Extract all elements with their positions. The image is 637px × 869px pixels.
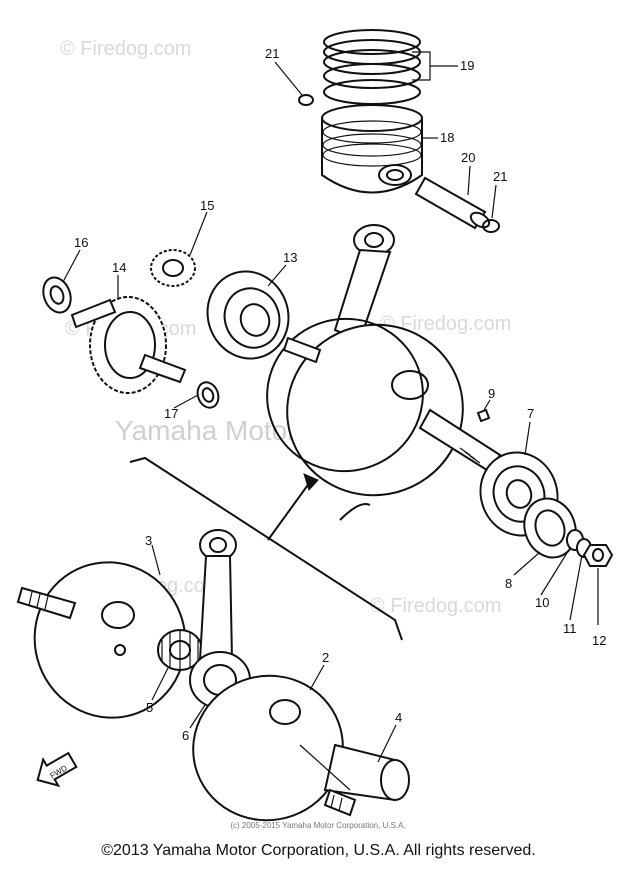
upper-left-shaft [282, 336, 322, 364]
callout-3: 3 [145, 533, 152, 548]
callout-14: 14 [112, 260, 126, 275]
lower-right-crank-wheel [192, 674, 344, 822]
piston-pin [414, 176, 491, 230]
circlip-left [298, 94, 314, 106]
key-9 [476, 408, 491, 423]
callout-15: 15 [200, 198, 214, 213]
piston [321, 104, 423, 194]
callout-4: 4 [395, 710, 402, 725]
callout-2: 2 [322, 650, 329, 665]
gear-14 [70, 296, 187, 394]
fine-copyright: (c) 2005-2015 Yamaha Motor Corporation, … [230, 821, 405, 830]
washer-16 [42, 276, 72, 314]
upper-crank-wheel [266, 317, 464, 497]
oil-seal-8 [523, 497, 577, 559]
gear-15 [150, 249, 196, 287]
callout-16: 16 [74, 235, 88, 250]
callout-5: 5 [146, 700, 153, 715]
piston-rings [323, 29, 421, 105]
callout-7: 7 [527, 406, 534, 421]
callout-11: 11 [563, 621, 577, 636]
callout-10: 10 [535, 595, 549, 610]
watermark-5: © Firedog.com [370, 595, 501, 617]
lower-connecting-rod [189, 529, 251, 709]
callout-12: 12 [592, 633, 606, 648]
washer-17 [196, 381, 220, 409]
lower-left-shaft [16, 586, 77, 620]
fwd-arrow-icon: FWD [36, 751, 78, 788]
callout-13: 13 [283, 250, 297, 265]
callout-21-upper: 21 [265, 46, 279, 61]
footer-copyright: ©2013 Yamaha Motor Corporation, U.S.A. A… [101, 842, 536, 859]
assembly-bracket [129, 456, 403, 641]
lower-left-crank-wheel [33, 561, 187, 719]
leader-lines [62, 51, 599, 763]
callout-19: 19 [460, 58, 474, 73]
crank-pin-4 [299, 743, 410, 817]
callout-17: 17 [164, 406, 178, 421]
diagram-canvas: © Firedog.com © Firedog.com © Firedog.co… [16, 29, 614, 830]
bearing-13 [206, 270, 290, 360]
callout-6: 6 [182, 728, 189, 743]
callout-20: 20 [461, 150, 475, 165]
callout-9: 9 [488, 386, 495, 401]
watermark-1: © Firedog.com [60, 38, 191, 60]
callout-21-right: 21 [493, 169, 507, 184]
circlip-right [482, 219, 500, 233]
callout-8: 8 [505, 576, 512, 591]
nut-12 [582, 544, 614, 567]
watermark-3: © Firedog.com [380, 313, 511, 335]
callout-18: 18 [440, 130, 454, 145]
